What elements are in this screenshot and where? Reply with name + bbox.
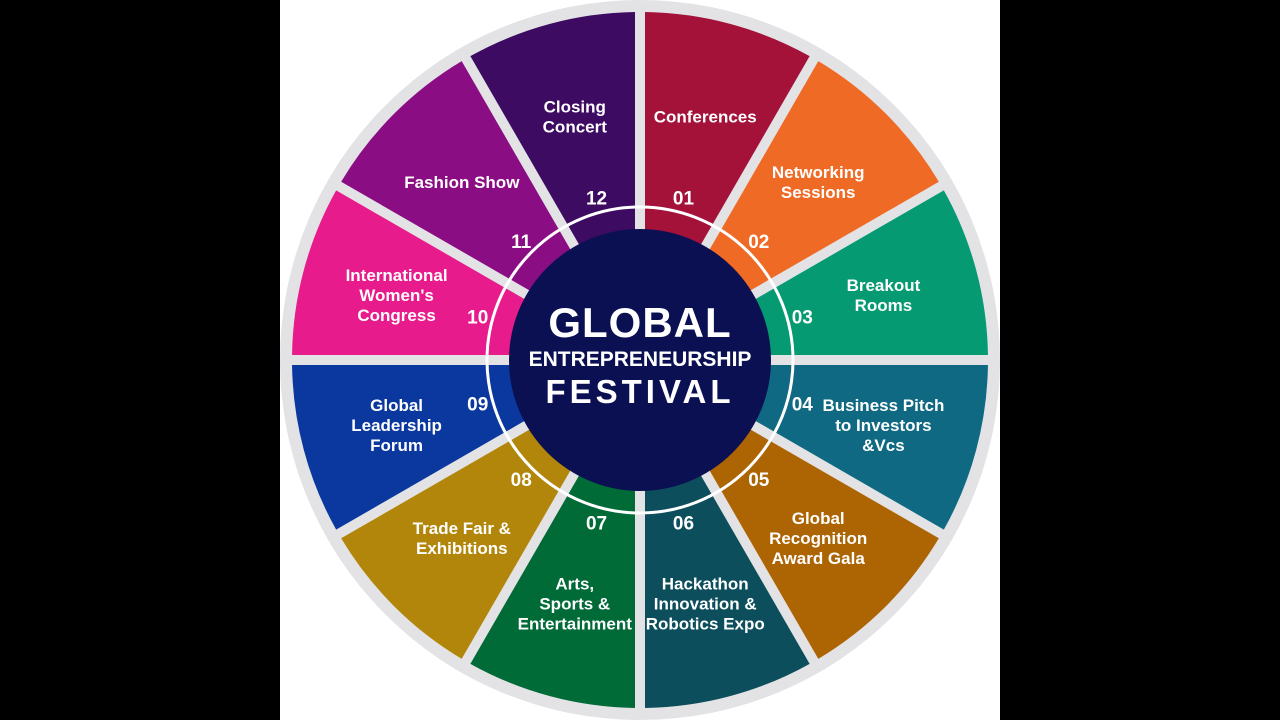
segment-04 (751, 364, 988, 530)
segment-07 (470, 471, 636, 708)
segment-label-line: Sports & (539, 594, 610, 613)
segment-label-line: Conferences (654, 108, 757, 127)
segment-number: 07 (586, 513, 607, 534)
segment-label: Fashion Show (404, 173, 520, 192)
segment-number: 09 (467, 394, 488, 415)
segment-number: 02 (748, 232, 769, 253)
segment-label-line: Exhibitions (416, 539, 508, 558)
segment-label-line: Award Gala (772, 549, 866, 568)
center-hub (509, 229, 771, 491)
title-line-3: FESTIVAL (545, 373, 734, 410)
segment-label-line: Hackathon (662, 574, 749, 593)
segment-08 (341, 427, 573, 659)
inner-divider-ring (485, 205, 795, 515)
segment-02 (707, 61, 939, 293)
segment-label: Conferences (654, 108, 757, 127)
segment-label-line: Leadership (351, 416, 442, 435)
segment-number: 05 (748, 470, 770, 491)
segment-label: Trade Fair &Exhibitions (413, 519, 511, 558)
segment-number: 01 (673, 189, 695, 210)
segment-01 (644, 12, 810, 249)
segment-label-line: Entertainment (518, 614, 633, 633)
segment-label-line: Forum (370, 436, 423, 455)
segment-label-line: Robotics Expo (646, 614, 765, 633)
segment-06 (644, 471, 810, 708)
segment-label-line: Congress (357, 306, 435, 325)
segment-label-line: Arts, (555, 574, 594, 593)
segment-label-line: Rooms (855, 296, 913, 315)
segment-label: Arts,Sports &Entertainment (518, 574, 633, 633)
segment-10 (292, 190, 529, 356)
segment-number: 04 (792, 394, 814, 415)
segment-label-line: Sessions (781, 183, 856, 202)
segment-label-line: Breakout (847, 276, 921, 295)
segment-12 (470, 12, 636, 249)
segment-label-line: Women's (359, 286, 434, 305)
title-line-1: GLOBAL (548, 299, 731, 346)
segment-number: 06 (673, 513, 694, 534)
segment-number: 12 (586, 189, 607, 210)
segment-label-line: Trade Fair & (413, 519, 511, 538)
segment-number: 10 (467, 308, 488, 329)
segment-label-line: Fashion Show (404, 173, 520, 192)
segment-03 (751, 190, 988, 356)
segment-label-line: &Vcs (862, 436, 905, 455)
segment-05 (707, 427, 939, 659)
segment-label-line: Business Pitch (822, 396, 944, 415)
segment-label-line: to Investors (835, 416, 931, 435)
segment-label-line: Closing (544, 98, 606, 117)
segment-number: 11 (511, 232, 532, 253)
title-line-2: ENTREPRENEURSHIP (529, 348, 752, 371)
segment-number: 08 (511, 470, 532, 491)
segment-label-line: Innovation & (654, 594, 757, 613)
segment-label-line: Global (370, 396, 423, 415)
segment-number: 03 (792, 308, 813, 329)
segment-label-line: Networking (772, 163, 865, 182)
segment-label-line: Global (792, 509, 845, 528)
segment-09 (292, 364, 529, 530)
segment-label-line: Recognition (769, 529, 867, 548)
segment-label-line: Concert (543, 118, 608, 137)
segment-label-line: International (346, 266, 448, 285)
segment-11 (341, 61, 573, 293)
